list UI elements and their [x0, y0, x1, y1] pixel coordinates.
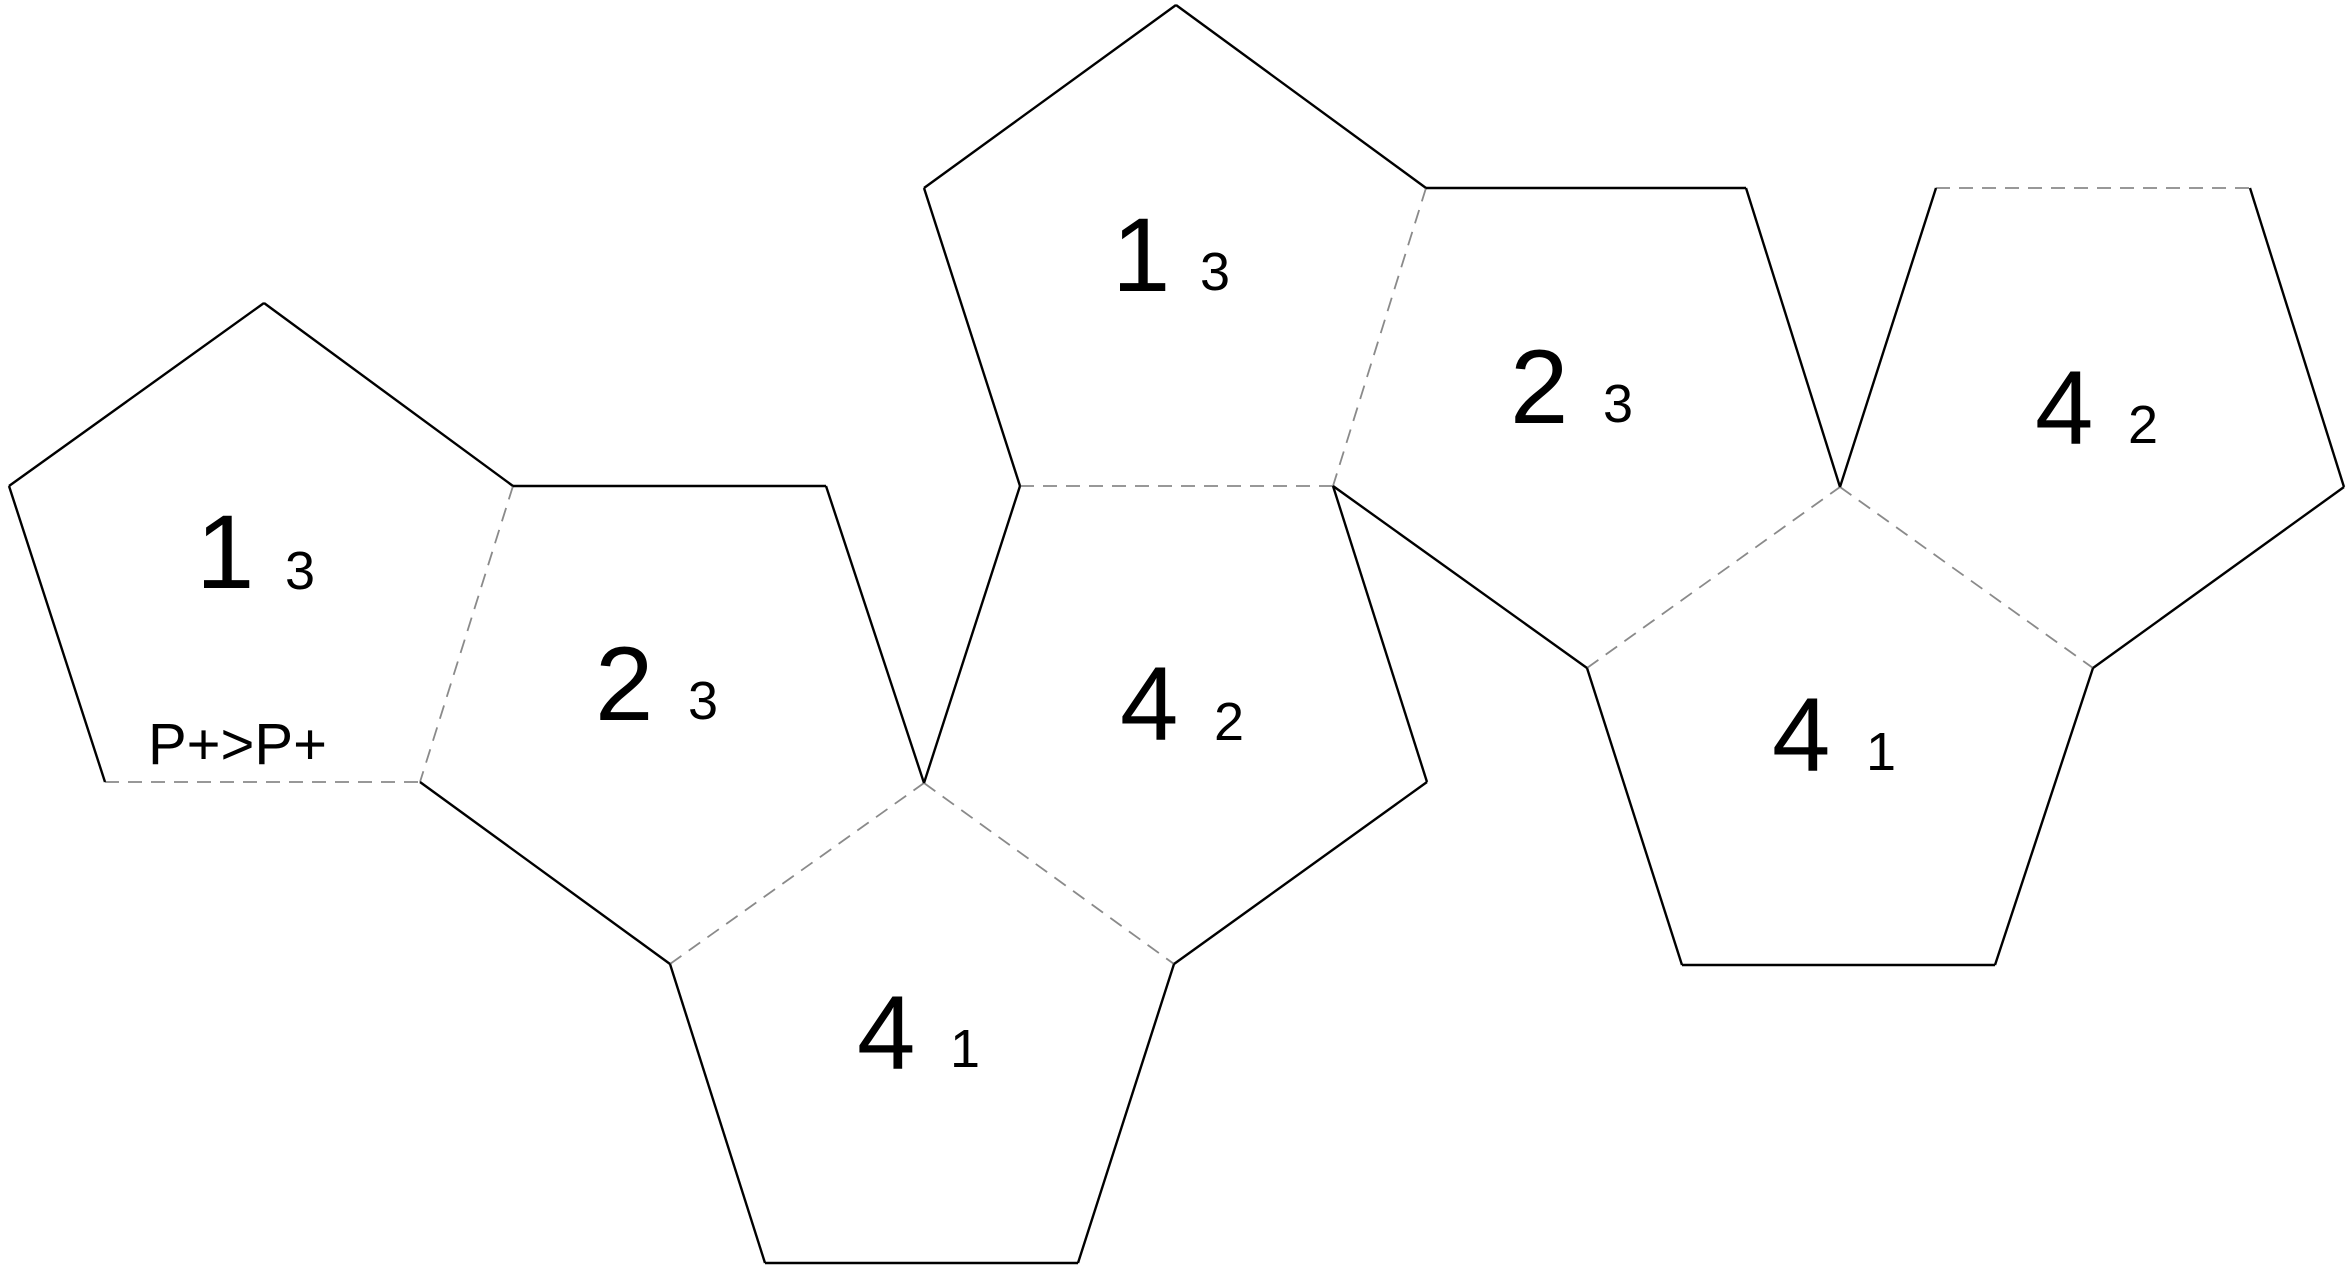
- cut-line: [923, 4, 1177, 189]
- fold-line: [1586, 486, 1841, 669]
- face-right-1-label: 1 3: [1112, 197, 1230, 314]
- face-left-2-shape: [420, 486, 924, 964]
- face-main-number: 4: [1772, 677, 1830, 794]
- face-main-number: 2: [1510, 329, 1568, 446]
- face-sub-number: 3: [1603, 374, 1633, 434]
- face-right-4-bottom-label: 4 1: [1772, 677, 1896, 794]
- cut-line: [1173, 781, 1428, 965]
- face-right-4-top-label: 4 2: [2035, 350, 2158, 467]
- face-main-number: 2: [595, 626, 653, 743]
- face-sub-number: 3: [285, 541, 315, 601]
- cut-line: [1332, 485, 1588, 669]
- face-right-2-shape: [1333, 188, 1840, 668]
- cut-line: [1993, 667, 2095, 966]
- face-sub-number: 2: [1214, 692, 1244, 752]
- face-main-number: 4: [1120, 646, 1178, 763]
- cut-line: [1076, 963, 1176, 1264]
- face-right-1-shape: [924, 5, 1426, 486]
- face-main-number: 4: [857, 975, 915, 1092]
- cut-line: [7, 485, 107, 783]
- fold-line: [419, 485, 514, 783]
- cut-line: [1744, 187, 1842, 488]
- fold-line: [1332, 187, 1427, 487]
- cut-line: [1331, 485, 1429, 783]
- cut-line: [1585, 667, 1684, 966]
- face-sub-number: 3: [688, 671, 718, 731]
- cut-line: [1175, 4, 1427, 189]
- cut-line: [824, 485, 926, 784]
- cut-line: [922, 485, 1022, 784]
- face-right-4-top-shape: [1840, 188, 2344, 668]
- face-left-4-bottom-label: 4 1: [857, 975, 980, 1092]
- face-sub-number: 2: [2128, 395, 2158, 455]
- fold-line: [669, 782, 925, 965]
- face-main-number: 1: [1112, 197, 1170, 314]
- cut-line: [922, 187, 1022, 487]
- face-main-number: 4: [2035, 350, 2093, 467]
- face-sub-number: 3: [1200, 242, 1230, 302]
- cut-line: [668, 963, 767, 1264]
- cut-line: [2248, 187, 2346, 488]
- face-left-4-top-label: 4 2: [1120, 646, 1244, 763]
- face-left-2-label: 2 3: [595, 626, 718, 743]
- cut-line: [263, 302, 514, 487]
- cut-line: [8, 302, 265, 487]
- cut-line: [2092, 486, 2345, 669]
- cut-lines: [7, 4, 2346, 1265]
- face-main-number: 1: [196, 494, 254, 611]
- face-right-4-bottom-shape: [1587, 487, 2093, 965]
- face-left-1-label: 1 3 P+>P+: [148, 494, 327, 777]
- face-sub-number: 1: [1866, 722, 1896, 782]
- face-note: P+>P+: [148, 712, 327, 777]
- face-left-4-top-shape: [924, 486, 1427, 964]
- fold-lines: [105, 187, 2250, 965]
- fold-line: [1839, 486, 2094, 669]
- face-left-4-bottom-shape: [670, 783, 1174, 1263]
- cut-line: [1838, 187, 1938, 488]
- cut-line: [419, 781, 671, 965]
- face-left-1-shape: [9, 303, 513, 782]
- face-fills: [9, 5, 2344, 1263]
- face-sub-number: 1: [950, 1019, 980, 1079]
- fold-line: [923, 782, 1175, 965]
- face-right-2-label: 2 3: [1510, 329, 1633, 446]
